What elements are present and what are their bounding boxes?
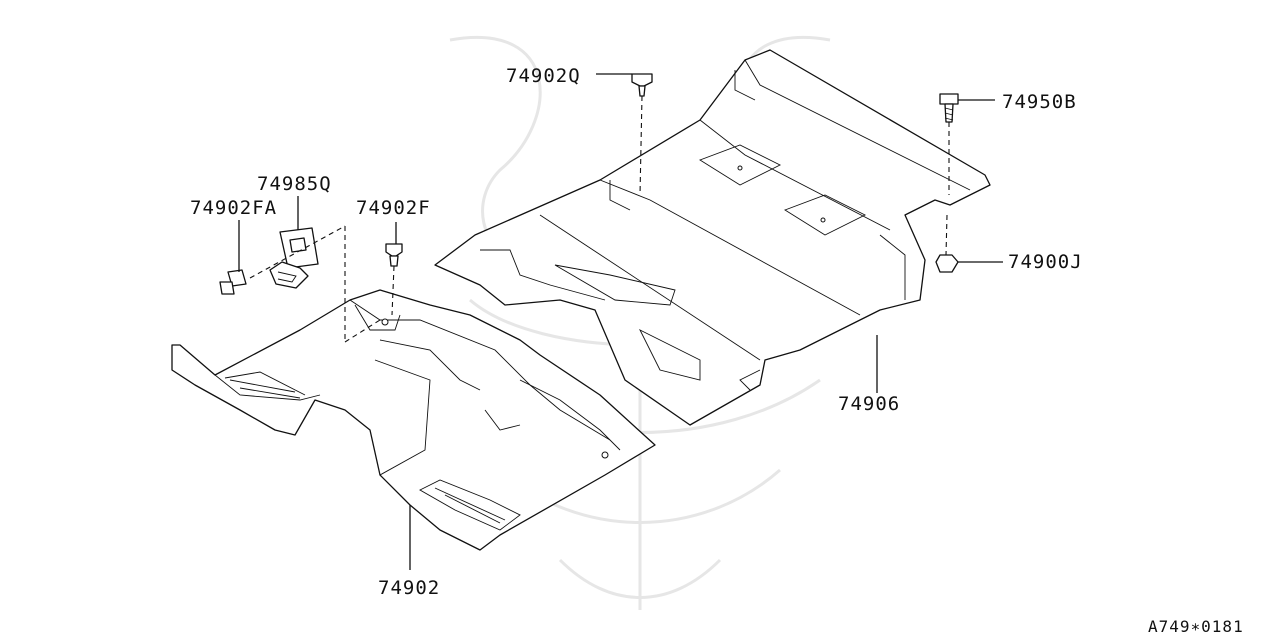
- label-74950b: 74950B: [1002, 91, 1077, 113]
- clip-74902f-icon: [385, 243, 403, 267]
- label-74985q: 74985Q: [257, 173, 332, 195]
- label-74902q: 74902Q: [506, 65, 581, 87]
- front-floor-carpet: [171, 289, 656, 551]
- clip-74902fa-icon: [219, 269, 247, 295]
- label-74902: 74902: [378, 577, 440, 599]
- nut-74900j-icon: [935, 254, 959, 273]
- bolt-74950b-icon: [939, 93, 959, 123]
- clip-74902q-icon: [631, 73, 653, 97]
- rear-floor-carpet: [434, 49, 991, 426]
- bracket-74985q-icon: [269, 227, 319, 289]
- leader-lines: [238, 73, 1003, 570]
- label-74906: 74906: [838, 393, 900, 415]
- diagram-code: A749∗0181: [1148, 617, 1244, 636]
- label-74902fa: 74902FA: [190, 197, 277, 219]
- label-74900j: 74900J: [1008, 251, 1083, 273]
- label-74902f: 74902F: [356, 197, 431, 219]
